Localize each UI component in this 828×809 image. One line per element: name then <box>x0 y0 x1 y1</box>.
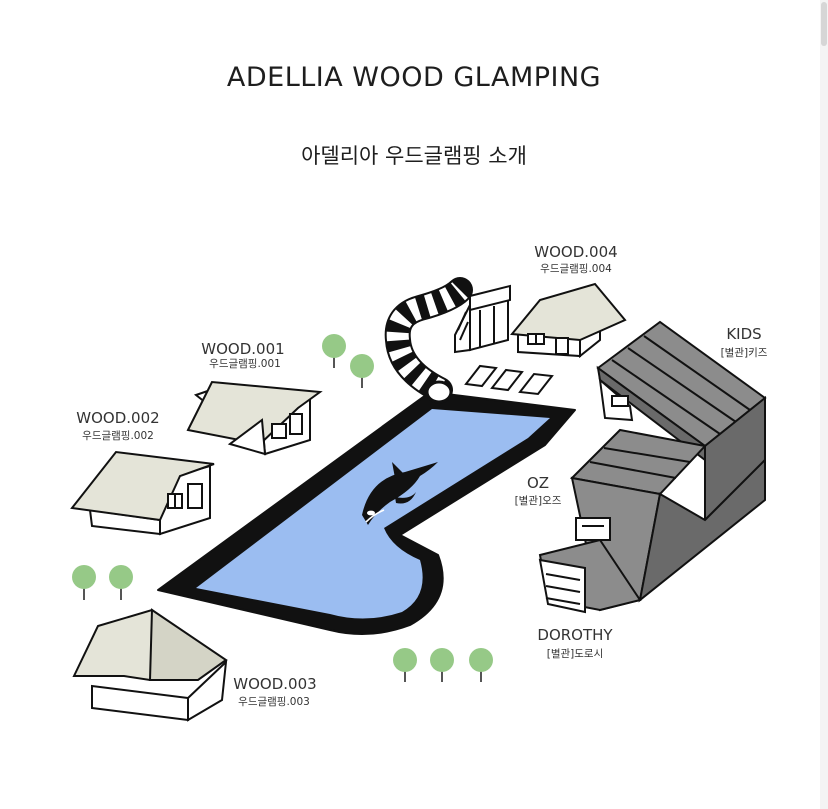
orca-sculpture <box>362 462 438 525</box>
label-wood004-name[interactable]: WOOD.004 <box>534 243 617 261</box>
slide-tower <box>454 284 511 354</box>
pool <box>157 391 576 635</box>
tree <box>430 648 454 682</box>
label-kids-sub: [별관]키즈 <box>721 347 768 359</box>
label-dorothy-name[interactable]: DOROTHY <box>537 626 613 644</box>
tree <box>469 648 493 682</box>
sun-loungers <box>464 364 554 396</box>
label-kids-name[interactable]: KIDS <box>726 325 761 343</box>
scrollbar-thumb[interactable] <box>821 2 827 46</box>
label-wood004-sub: 우드글램핑.004 <box>540 263 612 275</box>
cabin-wood004[interactable] <box>510 282 627 359</box>
tree <box>72 565 96 600</box>
label-wood001-sub: 우드글램핑.001 <box>209 358 281 370</box>
water-slide <box>384 277 473 404</box>
label-oz-name[interactable]: OZ <box>527 474 549 492</box>
cabin-wood002[interactable] <box>70 450 215 536</box>
label-dorothy-sub: [별관]도로시 <box>547 648 604 660</box>
trees <box>72 334 493 682</box>
tree <box>109 565 133 600</box>
tree <box>350 354 374 388</box>
label-wood003-sub: 우드글램핑.003 <box>238 696 310 708</box>
page-subtitle: 아델리아 우드글램핑 소개 <box>301 144 527 168</box>
label-wood002-sub: 우드글램핑.002 <box>82 430 154 442</box>
label-oz-sub: [별관]오즈 <box>515 495 562 507</box>
label-wood003-name[interactable]: WOOD.003 <box>233 675 316 693</box>
label-wood002-name[interactable]: WOOD.002 <box>76 409 159 427</box>
label-wood001-name[interactable]: WOOD.001 <box>201 340 284 358</box>
page-title: ADELLIA WOOD GLAMPING <box>226 62 602 94</box>
scrollbar[interactable] <box>820 0 828 809</box>
annex-building[interactable] <box>538 320 767 614</box>
site-labels: WOOD.001 우드글램핑.001 WOOD.002 우드글램핑.002 WO… <box>76 243 767 708</box>
tree <box>322 334 346 368</box>
cabin-wood001[interactable] <box>186 380 323 456</box>
tree <box>393 648 417 682</box>
cabin-wood003[interactable] <box>72 608 228 722</box>
